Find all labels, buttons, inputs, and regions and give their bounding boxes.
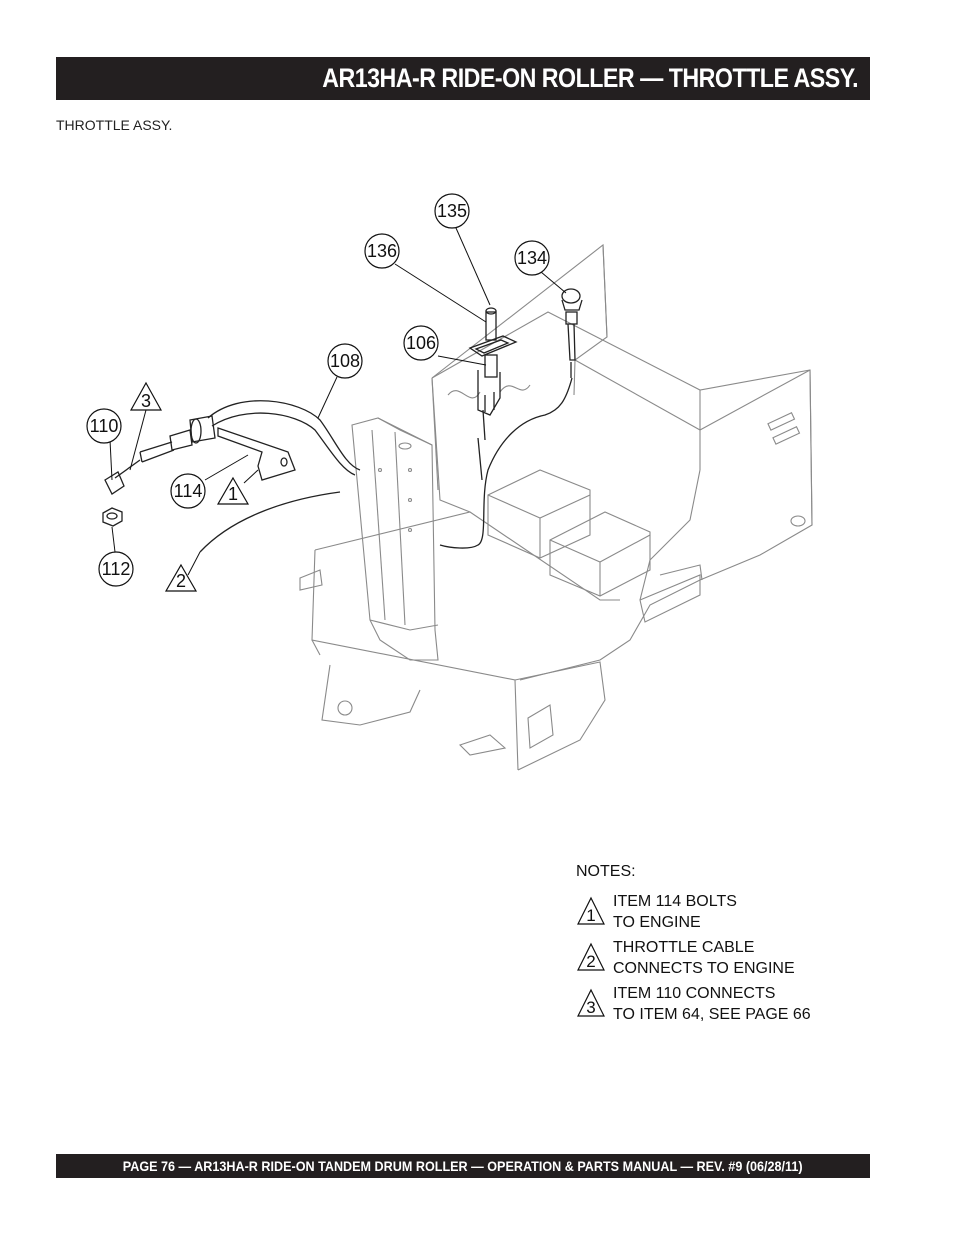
callout-flags: 3 1 2 [129,381,250,592]
throttle-parts-drawing [102,288,583,553]
notes-heading: NOTES: [576,863,636,880]
note-line: TO ITEM 64, SEE PAGE 66 [613,1006,811,1023]
svg-text:135: 135 [437,201,467,221]
svg-text:136: 136 [367,241,397,261]
svg-text:110: 110 [90,416,119,436]
callout-136: 136 [364,233,400,269]
flag-1: 1 [216,476,250,505]
note-line: ITEM 110 CONNECTS [613,985,776,1002]
note-item: 1 ITEM 114 BOLTS TO ENGINE [576,891,876,935]
callout-134: 134 [514,240,550,276]
page-footer: PAGE 76 — AR13HA-R RIDE-ON TANDEM DRUM R… [56,1154,870,1178]
flag-2: 2 [164,563,198,592]
callout-leader-lines [109,227,567,576]
svg-text:114: 114 [174,481,203,501]
svg-text:112: 112 [102,559,131,579]
section-label: THROTTLE ASSY. [56,117,173,133]
notes-block: NOTES: 1 ITEM 114 BOLTS TO ENGINE 2 THRO… [576,863,876,1029]
callout-114: 114 [170,473,206,509]
note-line: THROTTLE CABLE [613,939,755,956]
callout-108: 108 [327,343,363,379]
callout-circles: 135 136 134 106 108 110 114 112 [86,193,550,587]
note-line: ITEM 114 BOLTS [613,893,737,910]
svg-text:108: 108 [330,351,360,371]
footer-text: PAGE 76 — AR13HA-R RIDE-ON TANDEM DRUM R… [123,1158,803,1174]
svg-text:1: 1 [586,906,595,925]
page-title-bar: AR13HA-R RIDE-ON ROLLER — THROTTLE ASSY. [56,57,870,100]
note-item: 2 THROTTLE CABLE CONNECTS TO ENGINE [576,937,876,981]
note-line: TO ENGINE [613,914,701,931]
callout-135: 135 [434,193,470,229]
note-line: CONNECTS TO ENGINE [613,960,795,977]
roller-frame-drawing [299,243,813,771]
flag-triangle-icon: 1 [576,896,606,926]
svg-text:3: 3 [586,998,595,1017]
callout-112: 112 [98,551,134,587]
page-title: AR13HA-R RIDE-ON ROLLER — THROTTLE ASSY. [322,63,858,93]
svg-text:106: 106 [406,333,436,353]
note-item: 3 ITEM 110 CONNECTS TO ITEM 64, SEE PAGE… [576,983,876,1027]
svg-text:2: 2 [586,952,595,971]
flag-triangle-icon: 2 [576,942,606,972]
callout-110: 110 [86,408,122,444]
flag-3: 3 [129,381,163,411]
svg-text:2: 2 [176,571,186,591]
flag-triangle-icon: 3 [576,988,606,1018]
svg-text:3: 3 [141,391,151,411]
svg-text:134: 134 [517,248,547,268]
svg-text:1: 1 [228,484,238,504]
callout-106: 106 [403,325,439,361]
